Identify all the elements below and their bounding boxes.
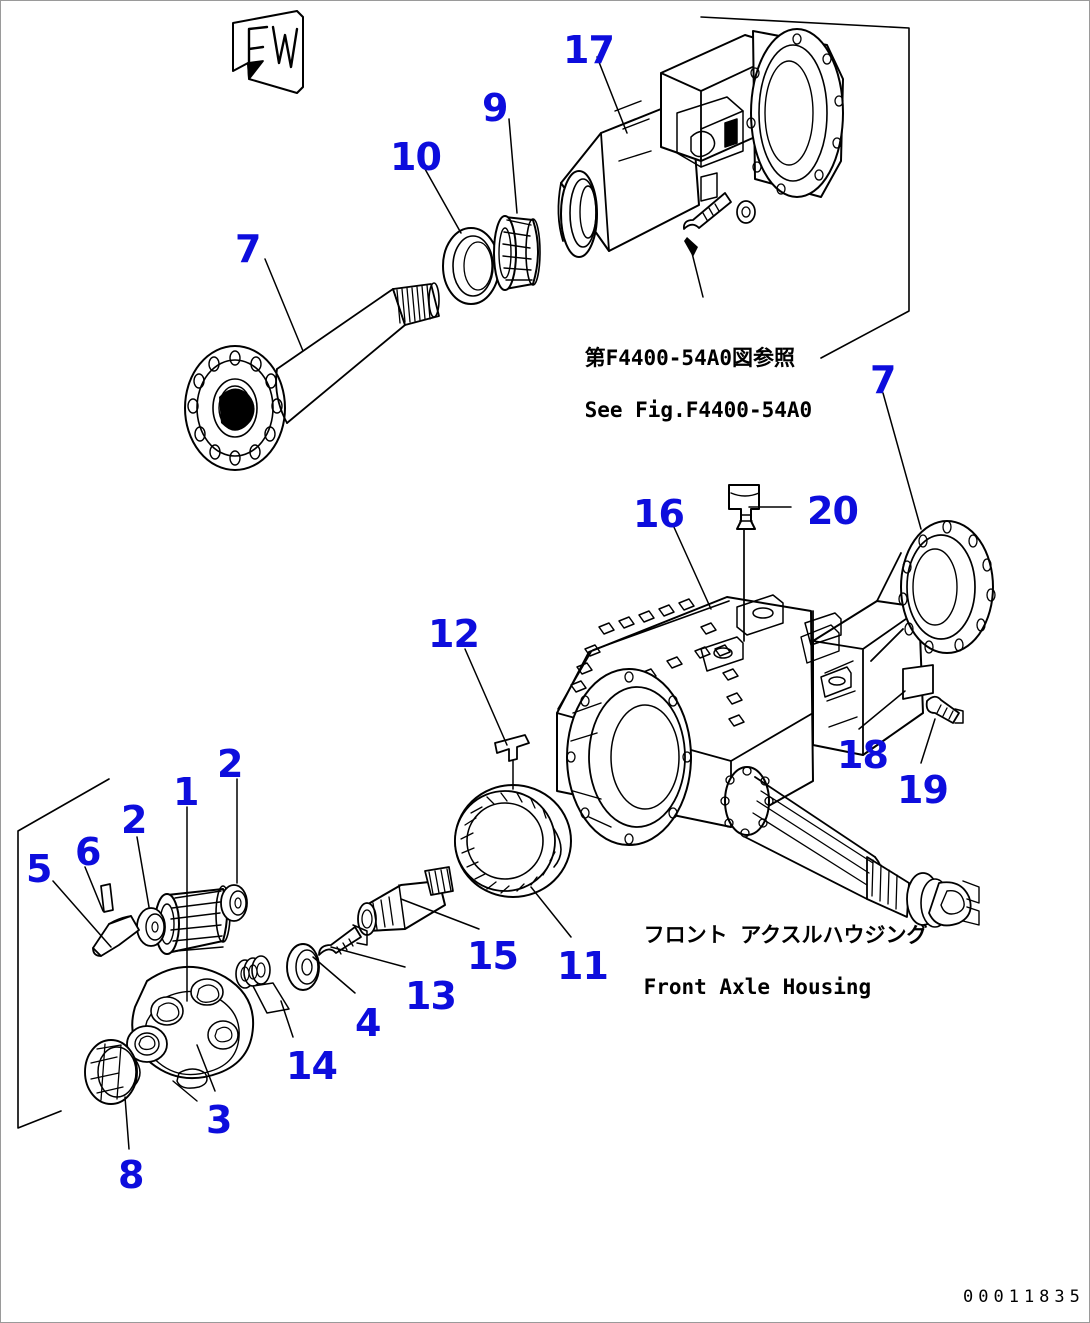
callout-17[interactable]: 17 (563, 28, 615, 72)
note-see-figure-en: See Fig.F4400-54A0 (584, 398, 813, 422)
callout-14[interactable]: 14 (286, 1044, 338, 1088)
note-front-axle-housing-en: Front Axle Housing (643, 975, 872, 999)
part-14-shims (235, 955, 290, 1014)
callout-3[interactable]: 3 (206, 1098, 232, 1142)
callout-19[interactable]: 19 (897, 768, 949, 812)
part-8-bearing-cup (84, 1039, 141, 1105)
part-17-final-drive-housing (557, 28, 844, 258)
part-10-oil-seal (442, 227, 500, 305)
callout-1[interactable]: 1 (173, 770, 199, 814)
part-19-plug (925, 695, 964, 724)
callout-10[interactable]: 10 (390, 135, 442, 179)
note-see-figure-jp: 第F4400-54A0図参照 (584, 346, 796, 370)
note-front-axle-housing-jp: フロント アクスルハウジング (643, 923, 928, 947)
callout-15[interactable]: 15 (467, 934, 519, 978)
part-6-dowel-pin (100, 883, 114, 913)
part-4-washer (286, 943, 320, 991)
note-see-figure: 第F4400-54A0図参照 See Fig.F4400-54A0 (534, 319, 813, 449)
group-bracket-top (700, 16, 910, 359)
part-1-bearing-roller (154, 885, 231, 955)
part-15-sun-gear-shaft (357, 866, 454, 936)
note-front-axle-housing: フロント アクスルハウジング Front Axle Housing (593, 896, 928, 1026)
callout-8[interactable]: 8 (118, 1153, 144, 1197)
callout-16[interactable]: 16 (633, 492, 685, 536)
reference-bolt (683, 192, 732, 298)
callout-18[interactable]: 18 (837, 733, 889, 777)
callout-9[interactable]: 9 (482, 86, 508, 130)
part-9-bearing (493, 215, 541, 291)
part-3-differential-carrier (126, 966, 255, 1102)
part-16-axle-housing-body (556, 520, 996, 928)
part-20-breather (728, 484, 760, 642)
callout-5[interactable]: 5 (26, 847, 52, 891)
axle-drive-shaft-right (720, 766, 980, 928)
group-bracket-bottom (17, 778, 110, 1129)
callout-20[interactable]: 20 (807, 489, 859, 533)
part-12-pin (494, 734, 530, 790)
leader-lines (52, 56, 936, 1150)
figure-number: 00011835 (963, 1287, 1085, 1307)
part-2-collar-right (220, 884, 248, 922)
fwd-arrow-icon (232, 10, 304, 94)
callout-6[interactable]: 6 (75, 830, 101, 874)
callout-11[interactable]: 11 (557, 944, 609, 988)
callout-12[interactable]: 12 (428, 612, 480, 656)
part-11-ring-gear (454, 784, 572, 898)
callout-7-top[interactable]: 7 (235, 227, 261, 271)
part-7-axle-shaft-top (184, 282, 440, 471)
part-18-name-plate (902, 664, 934, 700)
part-5-spider-pin (92, 915, 140, 957)
part-7-right-flange (870, 520, 996, 662)
callout-7-right[interactable]: 7 (870, 358, 896, 402)
part-2-collar-left (136, 907, 166, 947)
callout-2-left[interactable]: 2 (121, 798, 147, 842)
callout-13[interactable]: 13 (405, 974, 457, 1018)
callout-2-right[interactable]: 2 (217, 742, 243, 786)
part-13-bolt (318, 924, 368, 956)
callout-4[interactable]: 4 (355, 1001, 381, 1045)
